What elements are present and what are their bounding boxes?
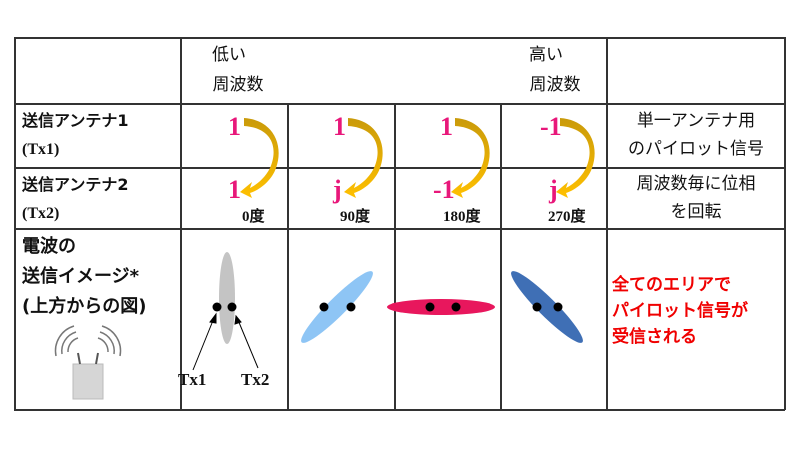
tx2-value: j xyxy=(549,175,558,204)
antenna-dot xyxy=(319,302,329,312)
note-line: を回転 xyxy=(670,202,722,222)
note-line: 受信される xyxy=(612,327,697,347)
note-line: のパイロット信号 xyxy=(628,139,764,159)
antenna-dot xyxy=(227,302,237,312)
phase-rotation-arrow xyxy=(240,118,279,198)
phase-label: 270度 xyxy=(548,209,586,225)
tx2-note: 周波数毎に位相 を回転 xyxy=(608,170,784,226)
table-col-divider xyxy=(394,103,396,410)
tx1-row-label: 送信アンテナ1 (Tx1) xyxy=(22,106,129,164)
tx2-value: -1 xyxy=(433,175,455,204)
tx1-value: -1 xyxy=(540,112,562,141)
tx2-label-code: (Tx2) xyxy=(22,205,60,222)
image-label-line: (上方からの図) xyxy=(22,296,147,317)
table-row-divider xyxy=(14,228,785,230)
frequency-label: 周波数 xyxy=(212,75,264,95)
table-border-left xyxy=(14,37,16,410)
table-row-divider xyxy=(14,103,785,105)
note-line: パイロット信号が xyxy=(612,301,748,321)
low-frequency-label: 低い 周波数 xyxy=(198,40,278,100)
note-line: 単一アンテナ用 xyxy=(636,111,756,131)
tx1-label-code: (Tx1) xyxy=(22,141,60,158)
phase-label: 0度 xyxy=(242,209,265,225)
note-line: 全てのエリアで xyxy=(612,275,731,295)
tx-pointer-arrows xyxy=(192,312,259,371)
low-label: 低い xyxy=(212,45,246,65)
antenna-dot xyxy=(212,302,222,312)
tx1-note: 単一アンテナ用 のパイロット信号 xyxy=(608,107,784,163)
table-col-divider xyxy=(500,103,502,410)
tx1-pointer-label: Tx1 xyxy=(178,370,207,389)
beam-pattern-pink xyxy=(387,299,495,315)
tx1-value: 1 xyxy=(333,112,346,141)
tx2-pointer-label: Tx2 xyxy=(241,370,270,389)
note-line: 周波数毎に位相 xyxy=(636,174,756,194)
antenna-dot xyxy=(451,302,461,312)
phase-label: 180度 xyxy=(443,209,481,225)
image-label-line: 電波の xyxy=(22,236,76,257)
phase-rotation-arrow xyxy=(556,118,595,198)
beam-pattern-gray xyxy=(219,252,235,344)
image-row-label: 電波の 送信イメージ* (上方からの図) xyxy=(22,232,146,322)
tx1-value: 1 xyxy=(228,112,241,141)
table-col-divider xyxy=(180,37,182,410)
table-col-divider xyxy=(606,37,608,410)
phase-rotation-arrow xyxy=(344,118,383,198)
table-row-divider xyxy=(14,167,785,169)
table-col-divider xyxy=(287,103,289,410)
tx1-value: 1 xyxy=(440,112,453,141)
tx1-label-jp: 送信アンテナ1 xyxy=(22,111,129,130)
image-label-line: 送信イメージ* xyxy=(22,266,140,287)
router-icon xyxy=(54,325,122,400)
phase-rotation-arrow xyxy=(451,118,490,198)
high-frequency-label: 高い 周波数 xyxy=(515,40,595,100)
frequency-label: 周波数 xyxy=(529,75,581,95)
high-label: 高い xyxy=(529,45,563,65)
tx2-label-jp: 送信アンテナ2 xyxy=(22,175,129,194)
antenna-dot xyxy=(553,302,563,312)
antenna-dot xyxy=(425,302,435,312)
beam-pattern-dark-blue xyxy=(511,271,583,343)
antenna-dot xyxy=(346,302,356,312)
phase-label: 90度 xyxy=(340,209,371,225)
tx2-value: j xyxy=(333,175,342,204)
beam-pattern-light-blue xyxy=(301,271,373,343)
tx2-value: 1 xyxy=(228,175,241,204)
image-note: 全てのエリアで パイロット信号が 受信される xyxy=(612,272,748,350)
table-border-top xyxy=(14,37,785,39)
table-border-bottom xyxy=(14,409,785,411)
table-border-right xyxy=(784,37,786,410)
antenna-dot xyxy=(532,302,542,312)
tx2-row-label: 送信アンテナ2 (Tx2) xyxy=(22,170,129,228)
